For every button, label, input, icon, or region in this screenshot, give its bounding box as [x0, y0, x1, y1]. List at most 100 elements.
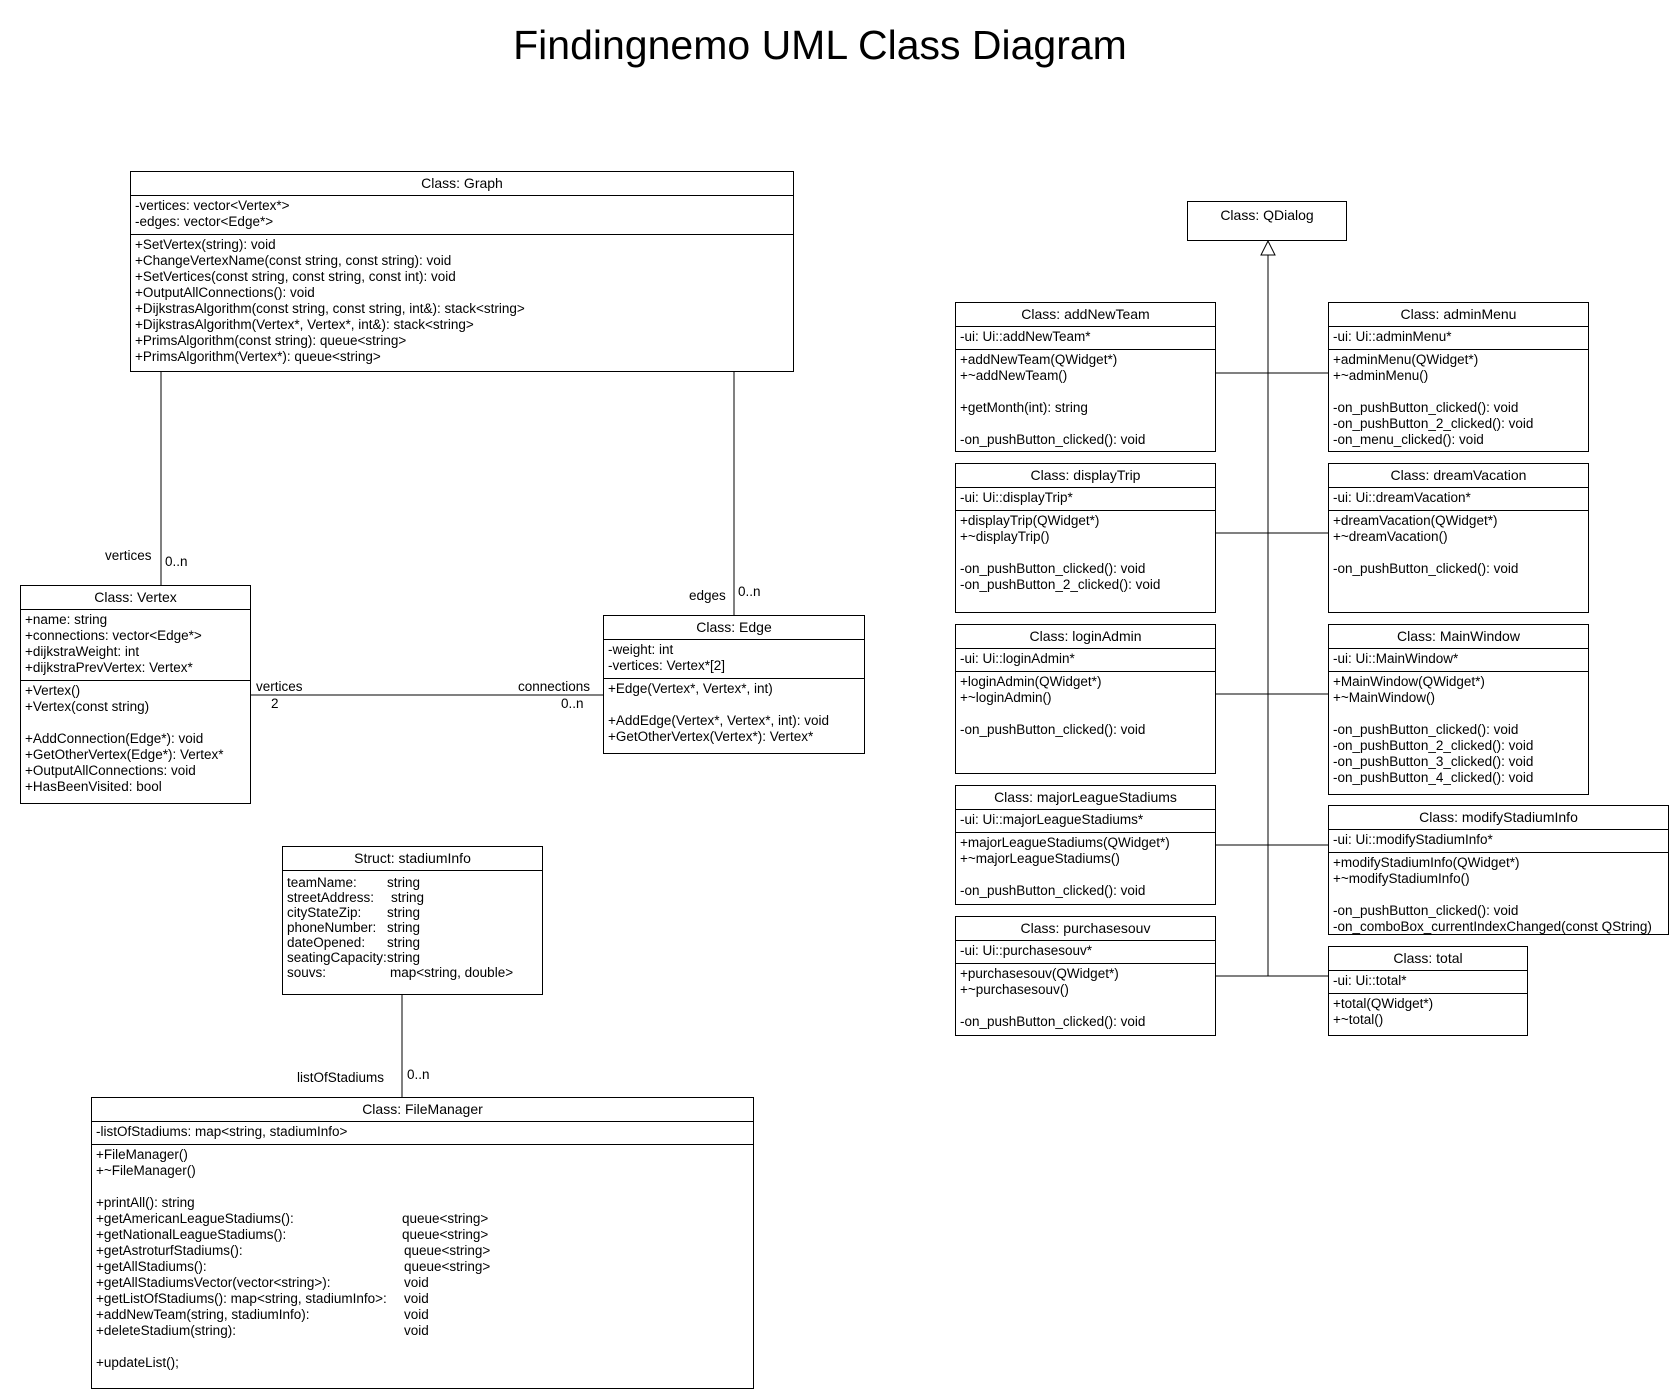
class-total-header: Class: total — [1329, 947, 1527, 971]
class-major-league-stadiums-header: Class: majorLeagueStadiums — [956, 786, 1215, 810]
method-name: +getNationalLeagueStadiums(): — [96, 1227, 287, 1242]
method-return-type: void — [404, 1291, 429, 1306]
class-admin-menu-attributes: -ui: Ui::adminMenu* — [1329, 327, 1588, 349]
class-major-league-stadiums: Class: majorLeagueStadiums -ui: Ui::majo… — [955, 785, 1216, 905]
member-line: -listOfStadiums: map<string, stadiumInfo… — [96, 1124, 348, 1139]
member-line — [960, 416, 1215, 432]
member-line: +OutputAllConnections(): void — [135, 285, 315, 300]
class-admin-menu-header: Class: adminMenu — [1329, 303, 1588, 327]
class-vertex-header: Class: Vertex — [21, 586, 250, 610]
member-line: -ui: Ui::addNewTeam* — [960, 329, 1091, 344]
member-line: +addNewTeam(QWidget*) — [960, 352, 1118, 367]
graph-edges-multiplicity: 0..n — [738, 584, 761, 599]
method-name: +deleteStadium(string): — [96, 1323, 236, 1338]
class-main-window-header: Class: MainWindow — [1329, 625, 1588, 649]
method-return-type: void — [404, 1275, 429, 1290]
field-name: seatingCapacity: — [287, 950, 387, 965]
class-file-manager-header: Class: FileManager — [92, 1098, 753, 1122]
method-name: +getAllStadiumsVector(vector<string>): — [96, 1275, 331, 1290]
member-line: +total(QWidget*) — [1333, 996, 1434, 1011]
method-return-type: queue<string> — [404, 1243, 491, 1258]
field-name: phoneNumber: — [287, 920, 377, 935]
member-line: +modifyStadiumInfo(QWidget*) — [1333, 855, 1520, 870]
member-line: +FileManager() — [96, 1147, 188, 1162]
member-line: +connections: vector<Edge*> — [25, 628, 202, 643]
member-line: +~dreamVacation() — [1333, 529, 1448, 544]
class-edge-methods: +Edge(Vertex*, Vertex*, int)+AddEdge(Ver… — [604, 678, 864, 749]
field-name: streetAddress: — [287, 890, 375, 905]
graph-edges-role: edges — [689, 588, 726, 603]
member-line: -on_pushButton_clicked(): void — [960, 432, 1146, 447]
member-line: +GetOtherVertex(Edge*): Vertex* — [25, 747, 224, 762]
member-line: -on_pushButton_clicked(): void — [1333, 903, 1519, 918]
class-file-manager: Class: FileManager -listOfStadiums: map<… — [91, 1097, 754, 1389]
class-purchasesouv: Class: purchasesouv -ui: Ui::purchasesou… — [955, 916, 1216, 1036]
member-line: -edges: vector<Edge*> — [135, 214, 274, 229]
member-line — [960, 706, 1215, 722]
member-line: +Edge(Vertex*, Vertex*, int) — [608, 681, 773, 696]
class-main-window-methods: +MainWindow(QWidget*)+~MainWindow()-on_p… — [1329, 671, 1588, 790]
member-line: +majorLeagueStadiums(QWidget*) — [960, 835, 1170, 850]
member-line: +~MainWindow() — [1333, 690, 1436, 705]
class-display-trip-attributes: -ui: Ui::displayTrip* — [956, 488, 1215, 510]
class-login-admin: Class: loginAdmin -ui: Ui::loginAdmin* +… — [955, 624, 1216, 774]
class-purchasesouv-attributes: -ui: Ui::purchasesouv* — [956, 941, 1215, 963]
method-return-type: void — [404, 1323, 429, 1338]
method-name: +getListOfStadiums(): map<string, stadiu… — [96, 1291, 387, 1306]
member-line: -on_pushButton_clicked(): void — [960, 883, 1146, 898]
member-line: +~modifyStadiumInfo() — [1333, 871, 1470, 886]
member-line: +loginAdmin(QWidget*) — [960, 674, 1102, 689]
class-dream-vacation: Class: dreamVacation -ui: Ui::dreamVacat… — [1328, 463, 1589, 613]
class-modify-stadium-info-methods: +modifyStadiumInfo(QWidget*)+~modifyStad… — [1329, 852, 1668, 939]
field-type: string — [387, 920, 421, 935]
member-line — [96, 1339, 753, 1355]
class-qdialog: Class: QDialog — [1187, 201, 1347, 241]
graph-vertices-multiplicity: 0..n — [165, 554, 188, 569]
member-line: +Vertex() — [25, 683, 81, 698]
member-line: -on_pushButton_clicked(): void — [1333, 722, 1519, 737]
member-line — [1333, 706, 1588, 722]
class-total: Class: total -ui: Ui::total* +total(QWid… — [1328, 946, 1528, 1036]
field-type: string — [387, 950, 421, 965]
member-line: +SetVertex(string): void — [135, 237, 276, 252]
class-display-trip-methods: +displayTrip(QWidget*)+~displayTrip()-on… — [956, 510, 1215, 597]
method-return-type: queue<string> — [404, 1259, 491, 1274]
member-line — [96, 1179, 753, 1195]
member-line: -weight: int — [608, 642, 674, 657]
member-line: +~purchasesouv() — [960, 982, 1069, 997]
connections-end-role: connections — [518, 679, 591, 694]
member-line: +~displayTrip() — [960, 529, 1050, 544]
member-line — [960, 998, 1215, 1014]
member-line: +name: string — [25, 612, 108, 627]
class-edge-attributes: -weight: int-vertices: Vertex*[2] — [604, 640, 864, 678]
field-type: string — [387, 875, 421, 890]
member-line: +~loginAdmin() — [960, 690, 1052, 705]
class-purchasesouv-header: Class: purchasesouv — [956, 917, 1215, 941]
member-line: -ui: Ui::purchasesouv* — [960, 943, 1093, 958]
member-line: +PrimsAlgorithm(Vertex*): queue<string> — [135, 349, 381, 364]
class-display-trip: Class: displayTrip -ui: Ui::displayTrip*… — [955, 463, 1216, 613]
field-type: string — [387, 905, 421, 920]
member-line: +~total() — [1333, 1012, 1384, 1027]
class-dream-vacation-methods: +dreamVacation(QWidget*)+~dreamVacation(… — [1329, 510, 1588, 581]
connections-end-multiplicity: 0..n — [561, 696, 584, 711]
field-type: map<string, double> — [390, 965, 514, 980]
member-line: -on_pushButton_clicked(): void — [1333, 400, 1519, 415]
member-line: -on_pushButton_4_clicked(): void — [1333, 770, 1534, 785]
class-modify-stadium-info-header: Class: modifyStadiumInfo — [1329, 806, 1668, 830]
list-of-stadiums-role: listOfStadiums — [297, 1070, 385, 1085]
member-line — [1333, 545, 1588, 561]
member-line: +DijkstrasAlgorithm(const string, const … — [135, 301, 525, 316]
class-major-league-stadiums-attributes: -ui: Ui::majorLeagueStadiums* — [956, 810, 1215, 832]
class-vertex-methods: +Vertex()+Vertex(const string)+AddConnec… — [21, 680, 250, 799]
member-line: -ui: Ui::modifyStadiumInfo* — [1333, 832, 1493, 847]
member-line: +DijkstrasAlgorithm(Vertex*, Vertex*, in… — [135, 317, 474, 332]
class-admin-menu-methods: +adminMenu(QWidget*)+~adminMenu()-on_pus… — [1329, 349, 1588, 452]
method-name: +getAllStadiums(): — [96, 1259, 207, 1274]
class-edge-header: Class: Edge — [604, 616, 864, 640]
class-purchasesouv-methods: +purchasesouv(QWidget*)+~purchasesouv()-… — [956, 963, 1215, 1034]
member-line: -ui: Ui::majorLeagueStadiums* — [960, 812, 1144, 827]
class-dream-vacation-attributes: -ui: Ui::dreamVacation* — [1329, 488, 1588, 510]
